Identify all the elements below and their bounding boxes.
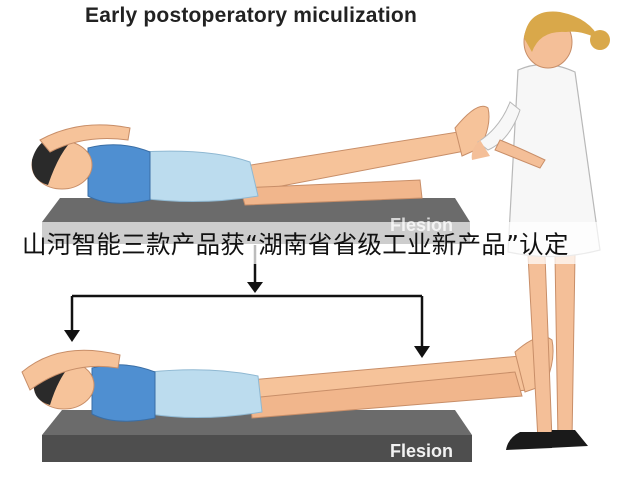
table-label-bottom: Flesion bbox=[390, 441, 454, 461]
nurse-figure bbox=[471, 11, 610, 450]
figure-title: Early postoperatory miculization bbox=[85, 4, 417, 27]
arrow-heads bbox=[64, 282, 430, 358]
patient-bottom bbox=[21, 336, 554, 422]
news-caption: 山河智能三款产品获“湖南省省级工业新产品”认定 bbox=[22, 230, 569, 259]
caption-backdrop bbox=[0, 222, 640, 264]
patient-top bbox=[31, 105, 490, 206]
